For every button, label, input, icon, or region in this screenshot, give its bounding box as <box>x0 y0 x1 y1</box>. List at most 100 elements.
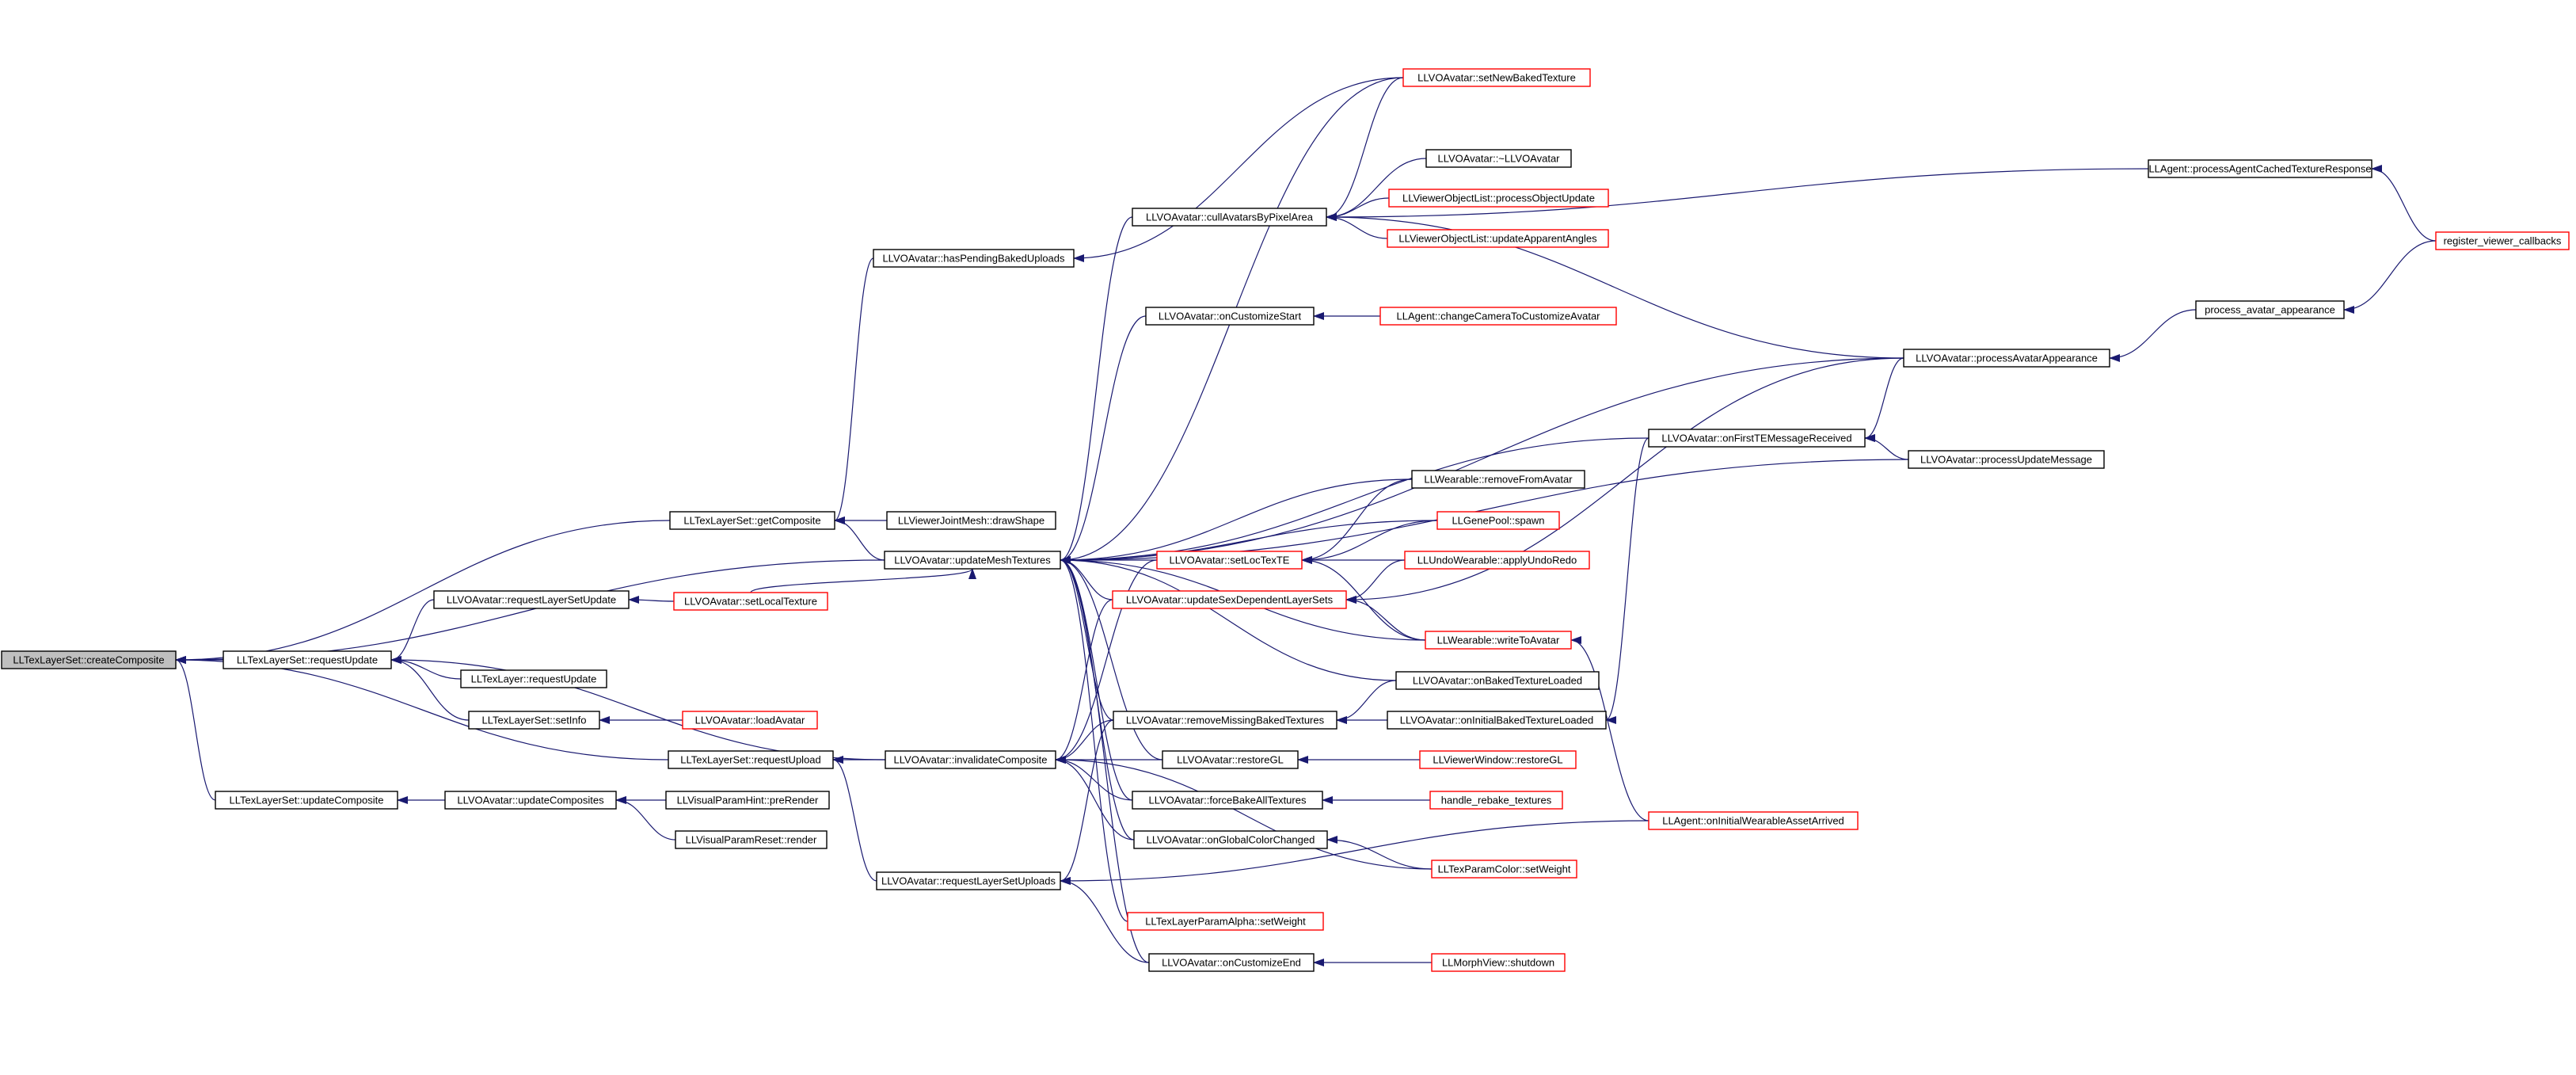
node-force-bake-all-textures[interactable]: LLVOAvatar::forceBakeAllTextures <box>1132 791 1323 810</box>
node-update-composite[interactable]: LLTexLayerSet::updateComposite <box>215 791 398 810</box>
node-box <box>1419 750 1577 769</box>
call-edge <box>1060 478 1413 564</box>
call-edge <box>1326 836 1433 870</box>
node-apply-undo-redo[interactable]: LLUndoWearable::applyUndoRedo <box>1404 551 1590 570</box>
node-pre-render[interactable]: LLVisualParamHint::preRender <box>665 791 830 810</box>
node-box <box>1908 450 2105 469</box>
call-edge <box>1073 77 1404 262</box>
node-label: LLVOAvatar::updateSexDependentLayerSets <box>1126 594 1334 606</box>
node-viewer-window-restore-gl[interactable]: LLViewerWindow::restoreGL <box>1419 750 1577 769</box>
call-edge <box>1060 719 1114 885</box>
node-set-info[interactable]: LLTexLayerSet::setInfo <box>468 711 600 730</box>
node-box <box>1127 912 1324 931</box>
node-draw-shape[interactable]: LLViewerJointMesh::drawShape <box>886 511 1056 530</box>
call-edge <box>1060 556 1163 761</box>
node-remove-from-avatar[interactable]: LLWearable::removeFromAvatar <box>1411 470 1585 489</box>
node-set-loc-tex-te[interactable]: LLVOAvatar::setLocTexTE <box>1156 551 1303 570</box>
node-set-local-texture[interactable]: LLVOAvatar::setLocalTexture <box>673 592 828 611</box>
node-box <box>876 871 1061 890</box>
node-label: LLTexLayerSet::getComposite <box>683 515 820 527</box>
call-edge <box>390 656 470 721</box>
node-box <box>1402 68 1591 87</box>
call-edge <box>1055 756 1133 801</box>
node-process-avatar-appearance[interactable]: LLVOAvatar::processAvatarAppearance <box>1903 349 2110 368</box>
node-label: LLVisualParamReset::render <box>686 834 817 846</box>
node-on-global-color-changed[interactable]: LLVOAvatar::onGlobalColorChanged <box>1133 830 1328 849</box>
node-label: LLTexLayerSet::createComposite <box>13 654 164 666</box>
node-label: LLVOAvatar::onGlobalColorChanged <box>1147 834 1315 846</box>
node-box <box>673 592 828 611</box>
node-invalidate-composite[interactable]: LLVOAvatar::invalidateComposite <box>885 750 1056 769</box>
node-layer-request-update[interactable]: LLTexLayer::requestUpdate <box>460 669 607 688</box>
call-edge <box>1345 596 1426 641</box>
node-register-viewer-callbacks[interactable]: register_viewer_callbacks <box>2435 231 2570 250</box>
node-box <box>1112 590 1347 609</box>
node-avatar-destructor[interactable]: LLVOAvatar::~LLVOAvatar <box>1425 149 1572 168</box>
node-box <box>1133 830 1328 849</box>
node-box <box>2148 159 2372 178</box>
node-update-composites[interactable]: LLVOAvatar::updateComposites <box>444 791 617 810</box>
node-on-initial-baked-texture-loaded[interactable]: LLVOAvatar::onInitialBakedTextureLoaded <box>1387 711 1607 730</box>
node-box <box>1 650 177 669</box>
call-edge <box>1864 357 1904 442</box>
node-has-pending-baked-uploads[interactable]: LLVOAvatar::hasPendingBakedUploads <box>873 249 1075 268</box>
node-load-avatar[interactable]: LLVOAvatar::loadAvatar <box>682 711 818 730</box>
node-box <box>444 791 617 810</box>
node-label: LLViewerJointMesh::drawShape <box>898 515 1044 527</box>
node-write-to-avatar[interactable]: LLWearable::writeToAvatar <box>1425 631 1572 650</box>
node-request-update[interactable]: LLTexLayerSet::requestUpdate <box>223 650 392 669</box>
node-on-customize-start[interactable]: LLVOAvatar::onCustomizeStart <box>1145 307 1315 326</box>
node-box <box>665 791 830 810</box>
node-remove-missing-baked-textures[interactable]: LLVOAvatar::removeMissingBakedTextures <box>1113 711 1337 730</box>
node-label: LLViewerObjectList::processObjectUpdate <box>1402 193 1595 204</box>
node-label: LLVOAvatar::loadAvatar <box>695 715 805 726</box>
node-update-mesh-textures[interactable]: LLVOAvatar::updateMeshTextures <box>884 551 1061 570</box>
call-edge <box>1060 877 1150 963</box>
node-label: LLVOAvatar::cullAvatarsByPixelArea <box>1146 212 1314 223</box>
node-morph-view-shutdown[interactable]: LLMorphView::shutdown <box>1431 953 1566 972</box>
node-box <box>1411 470 1585 489</box>
node-restore-gl[interactable]: LLVOAvatar::restoreGL <box>1162 750 1299 769</box>
node-label: LLVOAvatar::removeMissingBakedTextures <box>1126 715 1325 726</box>
node-label: LLAgent::onInitialWearableAssetArrived <box>1662 815 1844 827</box>
node-box <box>215 791 398 810</box>
node-param-reset-render[interactable]: LLVisualParamReset::render <box>675 830 828 849</box>
node-gene-pool-spawn[interactable]: LLGenePool::spawn <box>1436 511 1560 530</box>
node-on-customize-end[interactable]: LLVOAvatar::onCustomizeEnd <box>1148 953 1315 972</box>
call-edge <box>834 517 885 561</box>
node-on-first-temessage-received[interactable]: LLVOAvatar::onFirstTEMessageReceived <box>1648 429 1866 448</box>
node-tex-layer-param-alpha-set-weight[interactable]: LLTexLayerParamAlpha::setWeight <box>1127 912 1324 931</box>
node-label: handle_rebake_textures <box>1441 795 1552 806</box>
node-change-camera-to-customize-avatar[interactable]: LLAgent::changeCameraToCustomizeAvatar <box>1379 307 1617 326</box>
node-box <box>884 551 1061 570</box>
node-tex-param-color-set-weight[interactable]: LLTexParamColor::setWeight <box>1431 860 1577 879</box>
node-handle-rebake-textures[interactable]: handle_rebake_textures <box>1429 791 1563 810</box>
node-on-initial-wearable-asset-arrived[interactable]: LLAgent::onInitialWearableAssetArrived <box>1648 811 1859 830</box>
call-edge <box>1060 556 1150 963</box>
node-process-agent-cached-texture-response[interactable]: LLAgent::processAgentCachedTextureRespon… <box>2148 159 2372 178</box>
node-box <box>1148 953 1315 972</box>
node-box <box>669 511 835 530</box>
node-request-layer-set-uploads[interactable]: LLVOAvatar::requestLayerSetUploads <box>876 871 1061 890</box>
node-update-sex-dependent-layer-sets[interactable]: LLVOAvatar::updateSexDependentLayerSets <box>1112 590 1347 609</box>
node-cull-avatars-by-pixel-area[interactable]: LLVOAvatar::cullAvatarsByPixelArea <box>1132 208 1327 227</box>
call-edge <box>1570 636 1649 821</box>
node-box <box>223 650 392 669</box>
node-process-update-message[interactable]: LLVOAvatar::processUpdateMessage <box>1908 450 2105 469</box>
node-set-new-baked-texture[interactable]: LLVOAvatar::setNewBakedTexture <box>1402 68 1591 87</box>
node-label: LLVOAvatar::invalidateComposite <box>894 754 1048 766</box>
node-process-object-update[interactable]: LLViewerObjectList::processObjectUpdate <box>1388 189 1609 208</box>
node-label: LLTexLayerParamAlpha::setWeight <box>1145 916 1306 928</box>
node-box <box>1395 671 1600 690</box>
node-box <box>1648 429 1866 448</box>
node-update-apparent-angles[interactable]: LLViewerObjectList::updateApparentAngles <box>1387 229 1609 248</box>
node-request-upload[interactable]: LLTexLayerSet::requestUpload <box>668 750 834 769</box>
node-label: LLTexLayerSet::requestUpload <box>680 754 821 766</box>
node-on-baked-texture-loaded[interactable]: LLVOAvatar::onBakedTextureLoaded <box>1395 671 1600 690</box>
node-get-composite[interactable]: LLTexLayerSet::getComposite <box>669 511 835 530</box>
node-process-avatar-appearance-callback[interactable]: process_avatar_appearance <box>2195 300 2345 319</box>
node-request-layer-set-update[interactable]: LLVOAvatar::requestLayerSetUpdate <box>433 590 630 609</box>
node-label: LLVOAvatar::restoreGL <box>1177 754 1284 766</box>
node-create-composite[interactable]: LLTexLayerSet::createComposite <box>1 650 177 669</box>
